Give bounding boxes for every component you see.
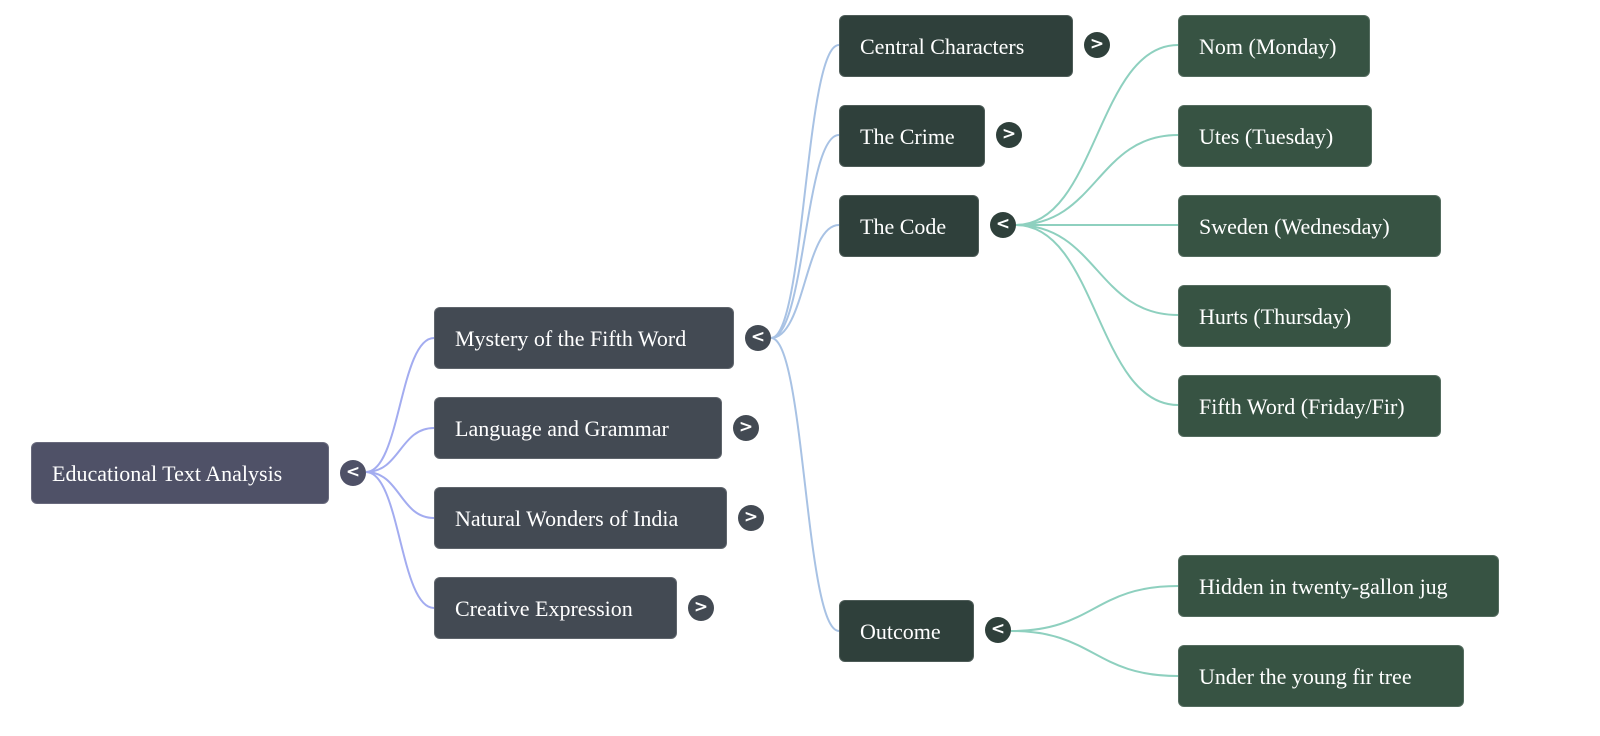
link-root-language bbox=[365, 427, 435, 473]
leaf-node-jug[interactable]: Hidden in twenty-gallon jug bbox=[1178, 555, 1499, 617]
leaf-node-friday[interactable]: Fifth Word (Friday/Fir) bbox=[1178, 375, 1441, 437]
link-code-monday bbox=[1015, 44, 1179, 226]
subnode-label: The Crime bbox=[860, 124, 955, 149]
link-outcome-jug bbox=[1010, 585, 1179, 632]
link-root-mystery bbox=[365, 337, 435, 473]
branch-label: Mystery of the Fifth Word bbox=[455, 326, 687, 351]
link-mystery-outcome bbox=[770, 337, 840, 632]
expand-toggle-icon[interactable]: > bbox=[996, 122, 1022, 148]
link-code-tuesday bbox=[1015, 134, 1179, 226]
subnode-the-crime[interactable]: The Crime bbox=[839, 105, 985, 167]
link-code-thursday bbox=[1015, 224, 1179, 316]
root-node[interactable]: Educational Text Analysis bbox=[31, 442, 329, 504]
leaf-label: Utes (Tuesday) bbox=[1199, 124, 1334, 149]
subnode-label: Outcome bbox=[860, 619, 941, 644]
branch-node-nature[interactable]: Natural Wonders of India bbox=[434, 487, 727, 549]
leaf-label: Fifth Word (Friday/Fir) bbox=[1199, 394, 1405, 419]
root-node-label: Educational Text Analysis bbox=[52, 461, 283, 486]
leaf-label: Nom (Monday) bbox=[1199, 34, 1337, 59]
expand-toggle-icon[interactable]: > bbox=[738, 505, 764, 531]
branch-label: Language and Grammar bbox=[455, 416, 669, 441]
leaf-node-wednesday[interactable]: Sweden (Wednesday) bbox=[1178, 195, 1441, 257]
branch-label: Natural Wonders of India bbox=[455, 506, 679, 531]
leaf-label: Hidden in twenty-gallon jug bbox=[1199, 574, 1448, 599]
link-root-nature bbox=[365, 471, 435, 519]
link-outcome-tree bbox=[1010, 630, 1179, 677]
subnode-label: Central Characters bbox=[860, 34, 1025, 59]
leaf-label: Hurts (Thursday) bbox=[1199, 304, 1352, 329]
expand-toggle-icon[interactable]: > bbox=[688, 595, 714, 621]
branch-node-mystery[interactable]: Mystery of the Fifth Word bbox=[434, 307, 734, 369]
leaf-node-thursday[interactable]: Hurts (Thursday) bbox=[1178, 285, 1391, 347]
collapse-toggle-icon[interactable]: < bbox=[340, 460, 366, 486]
leaf-label: Under the young fir tree bbox=[1199, 664, 1412, 689]
branch-node-language[interactable]: Language and Grammar bbox=[434, 397, 722, 459]
leaf-node-fir-tree[interactable]: Under the young fir tree bbox=[1178, 645, 1464, 707]
branch-node-creative[interactable]: Creative Expression bbox=[434, 577, 677, 639]
link-root-creative bbox=[365, 471, 435, 609]
subnode-central-characters[interactable]: Central Characters bbox=[839, 15, 1073, 77]
link-mystery-characters bbox=[770, 44, 840, 339]
expand-toggle-icon[interactable]: > bbox=[733, 415, 759, 441]
leaf-label: Sweden (Wednesday) bbox=[1199, 214, 1390, 239]
subnode-label: The Code bbox=[860, 214, 947, 239]
branch-label: Creative Expression bbox=[455, 596, 633, 621]
collapse-toggle-icon[interactable]: < bbox=[985, 617, 1011, 643]
leaf-node-monday[interactable]: Nom (Monday) bbox=[1178, 15, 1370, 77]
collapse-toggle-icon[interactable]: < bbox=[745, 325, 771, 351]
link-mystery-crime bbox=[770, 134, 840, 339]
link-mystery-code bbox=[770, 224, 840, 339]
collapse-toggle-icon[interactable]: < bbox=[990, 212, 1016, 238]
link-code-friday bbox=[1015, 224, 1179, 406]
leaf-node-tuesday[interactable]: Utes (Tuesday) bbox=[1178, 105, 1372, 167]
subnode-outcome[interactable]: Outcome bbox=[839, 600, 974, 662]
subnode-the-code[interactable]: The Code bbox=[839, 195, 979, 257]
expand-toggle-icon[interactable]: > bbox=[1084, 32, 1110, 58]
